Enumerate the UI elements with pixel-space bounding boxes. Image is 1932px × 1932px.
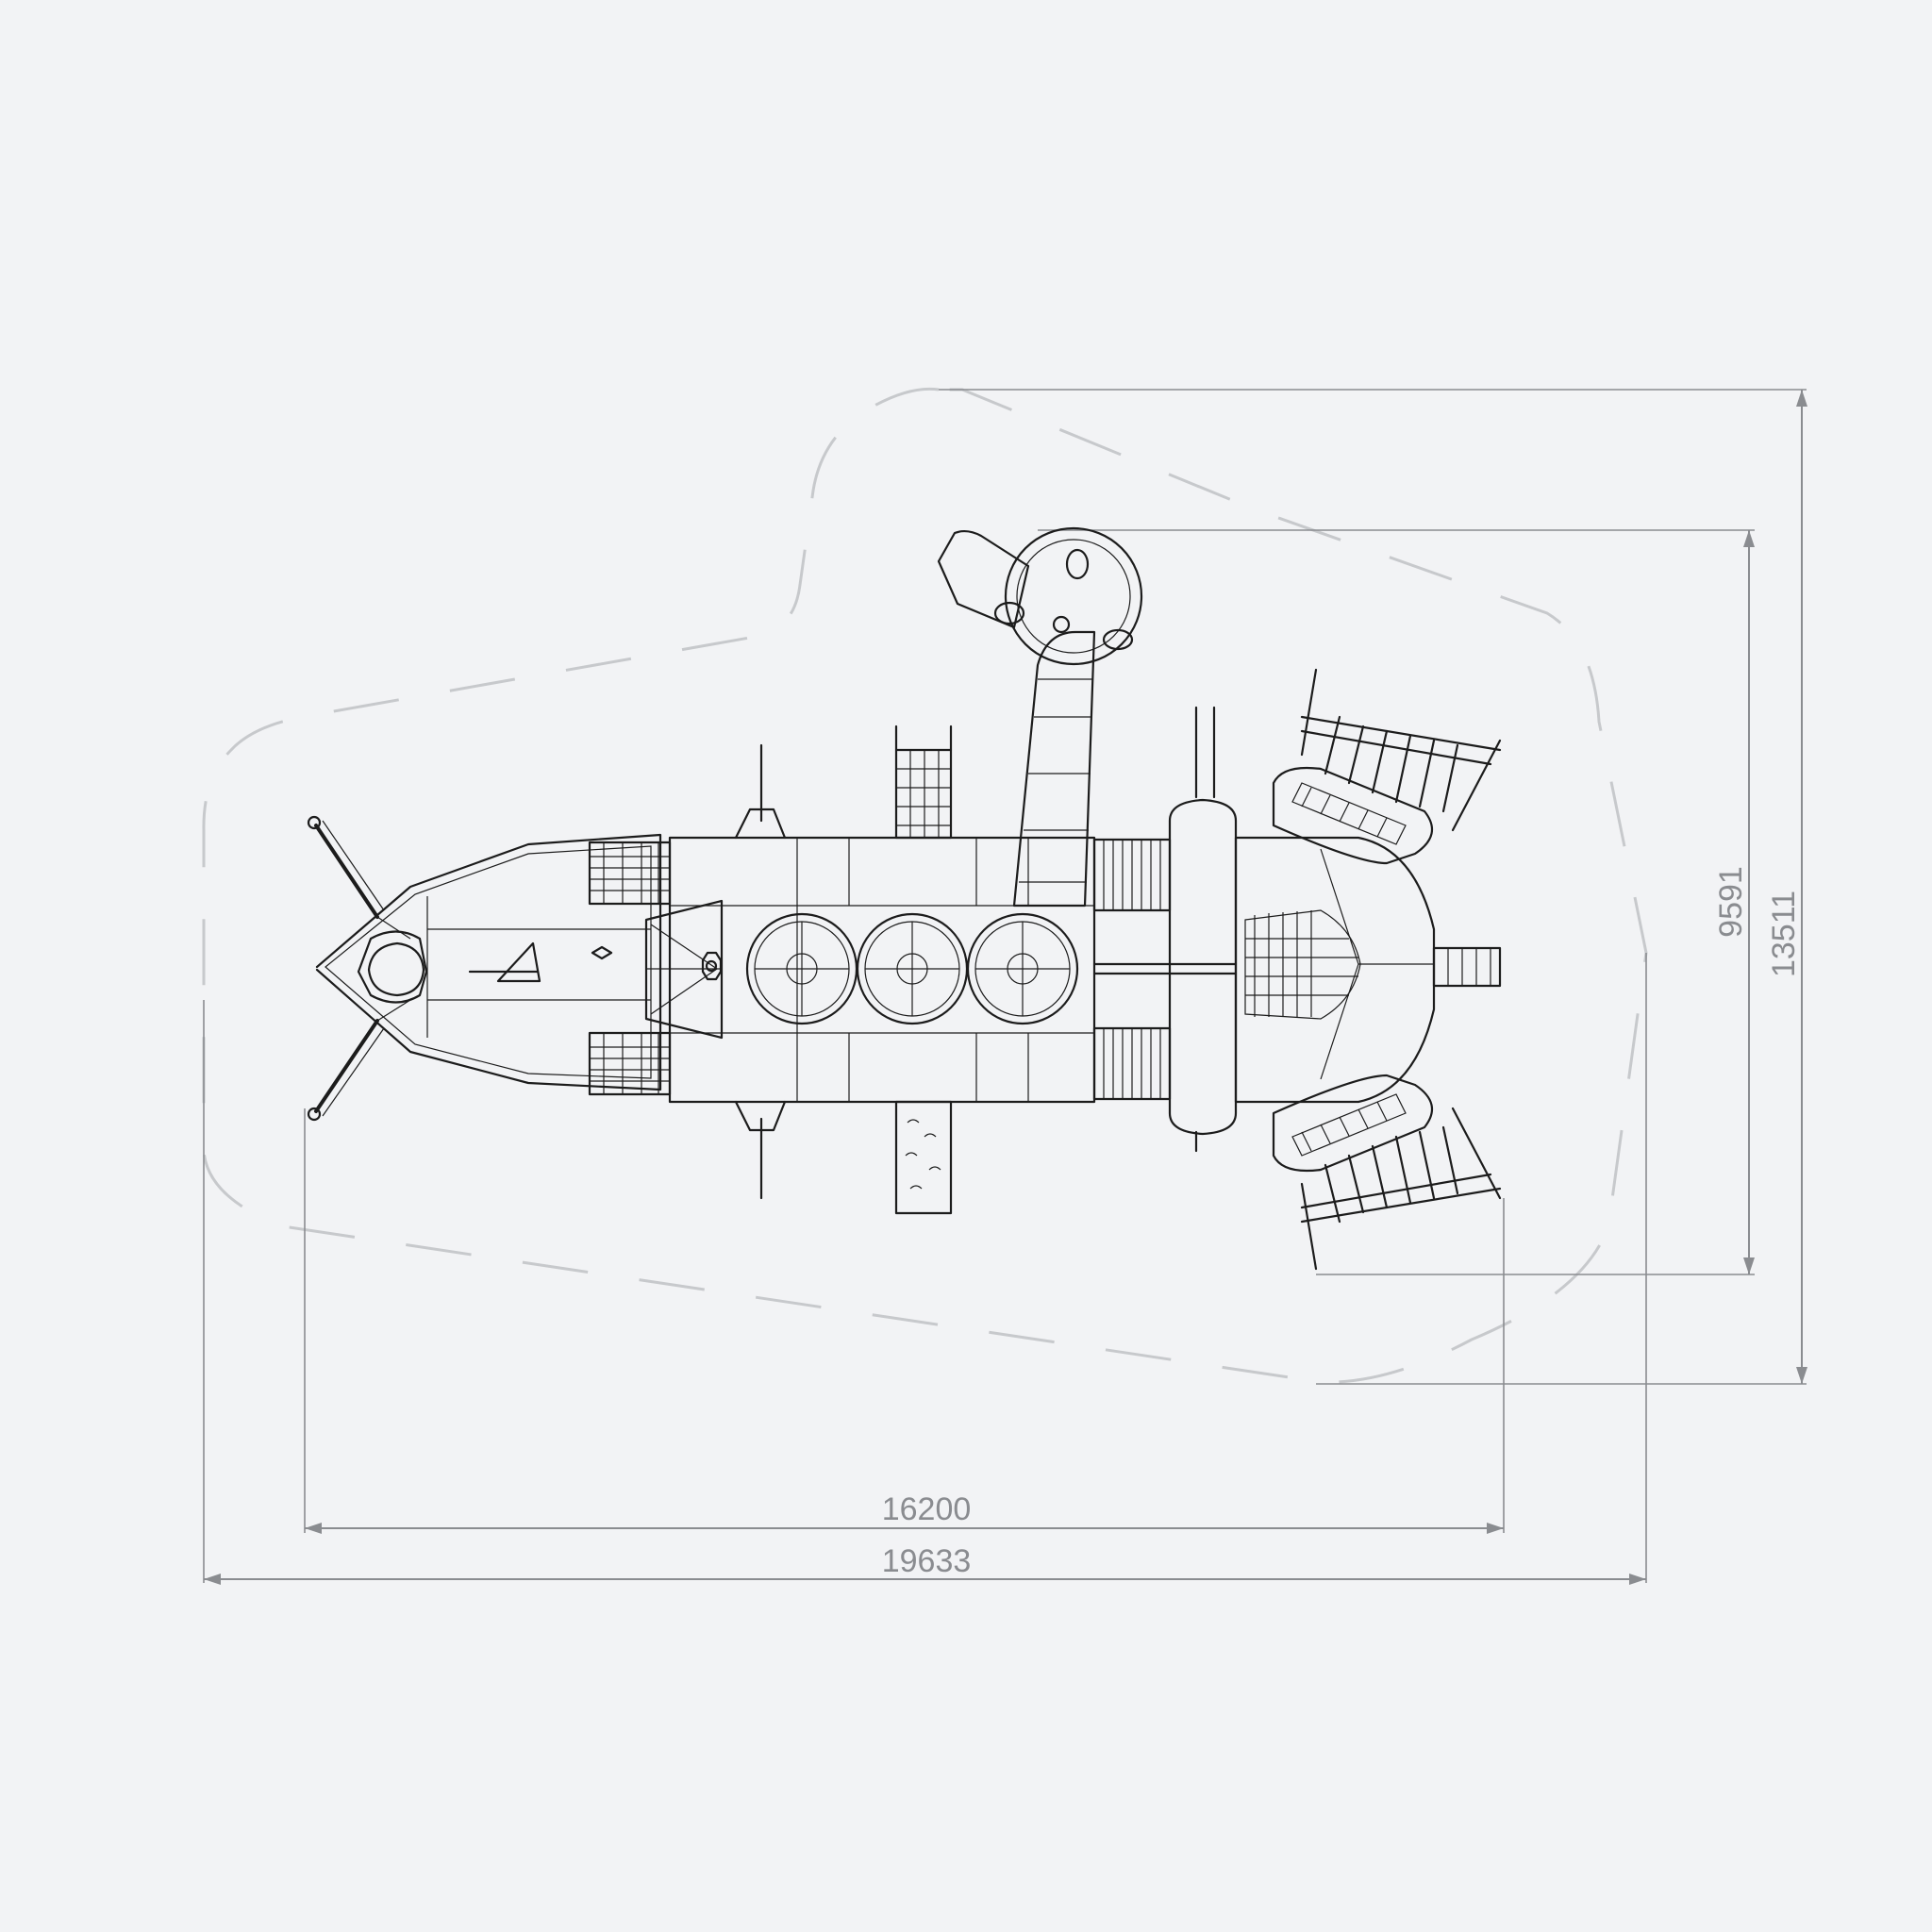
dim-label-structure-width: 16200 bbox=[882, 1491, 972, 1527]
lower-cargo-net bbox=[1272, 1074, 1502, 1271]
dimension-lines bbox=[203, 389, 1807, 1585]
tube-slide bbox=[937, 526, 1143, 908]
bottom-climbing-wall bbox=[894, 1100, 953, 1215]
bow-section bbox=[307, 815, 662, 1122]
safety-zone-outline bbox=[202, 387, 1648, 1384]
top-climbing-net bbox=[894, 724, 953, 840]
dim-label-overall-width: 19633 bbox=[882, 1543, 972, 1579]
dim-label-structure-height: 9591 bbox=[1713, 866, 1749, 938]
upper-cargo-net bbox=[1272, 668, 1502, 865]
main-deck bbox=[644, 743, 1096, 1200]
stern-deck bbox=[1234, 836, 1502, 1104]
playground-structure bbox=[307, 526, 1502, 1271]
central-tower bbox=[1092, 706, 1238, 1153]
dim-label-overall-height: 13511 bbox=[1766, 891, 1802, 977]
